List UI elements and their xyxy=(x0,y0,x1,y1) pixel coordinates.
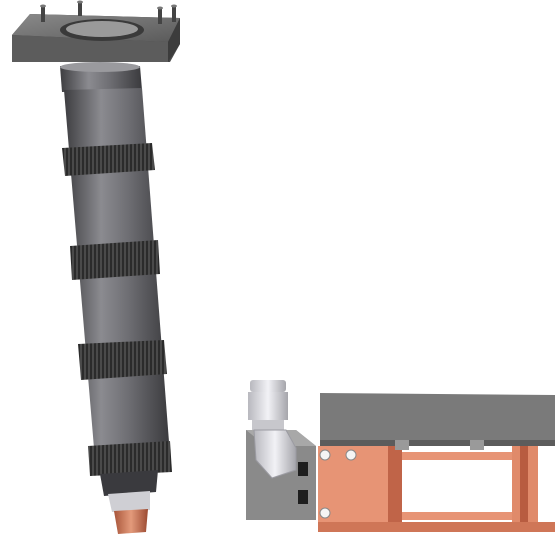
mounting-flange xyxy=(12,0,180,62)
frame-bolts xyxy=(319,440,484,519)
bracket-assembly xyxy=(246,380,555,532)
upper-collar xyxy=(60,66,142,92)
nozzle-assembly xyxy=(12,0,180,534)
knurled-rings xyxy=(62,143,172,476)
nozzle-tip xyxy=(114,509,148,534)
top-beam xyxy=(320,393,555,445)
nozzle-neck xyxy=(108,491,150,512)
pipe-fitting xyxy=(248,380,297,479)
lower-sleeve xyxy=(100,470,158,496)
